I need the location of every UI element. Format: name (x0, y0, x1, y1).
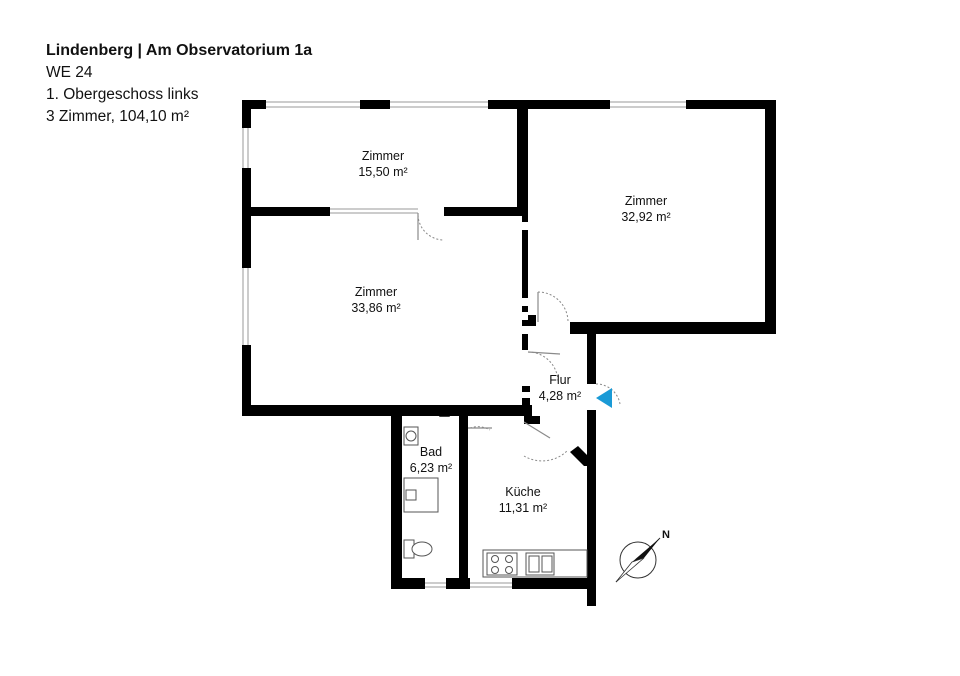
room-area-zimmer-2: 32,92 m² (621, 210, 670, 224)
room-area-kueche: 11,31 m² (499, 501, 547, 515)
property-title: Lindenberg | Am Observatorium 1a (46, 42, 313, 59)
windows (242, 101, 686, 588)
unit-summary: 3 Zimmer, 104,10 m² (46, 108, 189, 125)
bathroom-fixtures (403, 426, 439, 559)
room-area-flur: 4,28 m² (539, 389, 581, 403)
floor-label: 1. Obergeschoss links (46, 86, 199, 103)
walls (242, 100, 776, 606)
compass-north-label: N (662, 529, 670, 541)
room-area-zimmer-3: 33,86 m² (351, 301, 400, 315)
room-label-zimmer-2: Zimmer (625, 194, 667, 208)
room-area-bad: 6,23 m² (410, 461, 452, 475)
compass-icon (615, 537, 661, 583)
kitchen-counter (482, 549, 588, 578)
room-area-zimmer-1: 15,50 m² (358, 165, 407, 179)
room-label-flur: Flur (549, 373, 571, 387)
unit-number: WE 24 (46, 64, 93, 81)
room-label-zimmer-3: Zimmer (355, 285, 397, 299)
plan-header: Lindenberg | Am Observatorium 1a WE 24 1… (46, 40, 312, 128)
room-label-kueche: Küche (505, 485, 540, 499)
room-label-bad: Bad (420, 445, 442, 459)
entrance-marker-icon (596, 388, 612, 408)
room-label-zimmer-1: Zimmer (362, 149, 404, 163)
